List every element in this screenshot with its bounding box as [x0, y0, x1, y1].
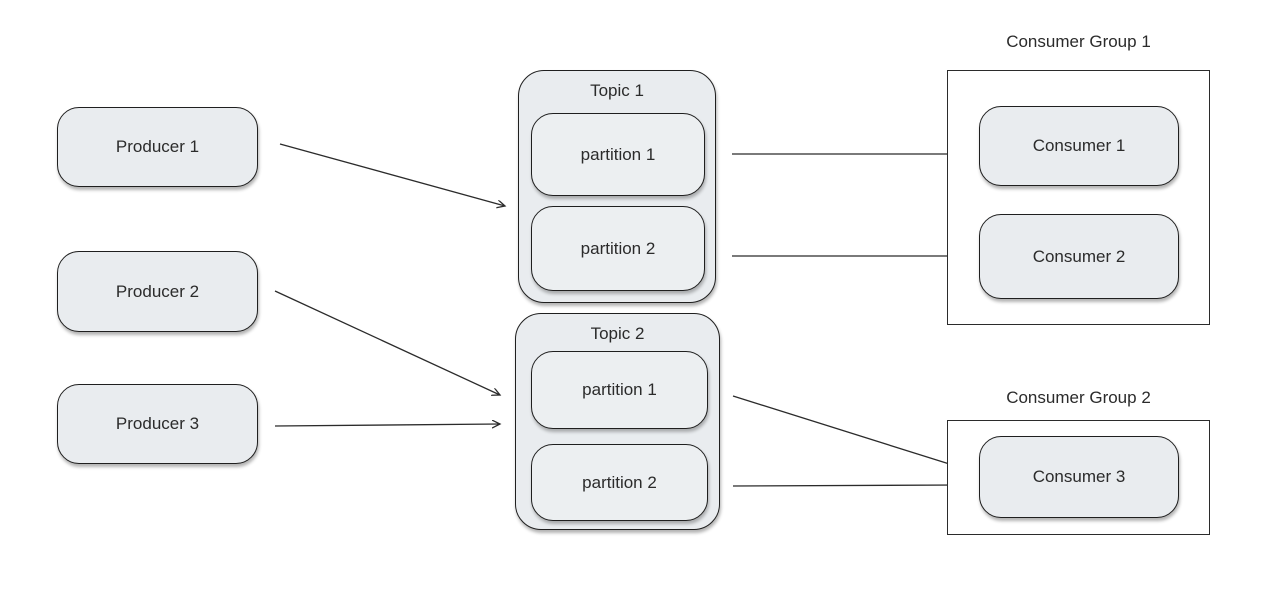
consumer-3-label: Consumer 3: [1032, 467, 1126, 486]
topic-2-partition-1-node: partition 1: [531, 351, 708, 429]
topic-2-partition-2-node: partition 2: [531, 444, 708, 521]
arrow-topic2-partition1-to-consumer3: [732, 395, 959, 467]
consumer-3-node: Consumer 3: [979, 436, 1179, 518]
consumer-group-2-box: Consumer 3: [947, 420, 1210, 535]
topic-1-title: Topic 1: [590, 81, 644, 100]
consumer-group-1-box: Consumer 1 Consumer 2: [947, 70, 1210, 325]
topic-2-node: Topic 2 partition 1 partition 2: [515, 313, 720, 530]
topic-1-node: Topic 1 partition 1 partition 2: [518, 70, 716, 303]
producer-1-node: Producer 1: [57, 107, 258, 187]
arrow-producer1-to-topic1: [279, 143, 505, 206]
consumer-2-label: Consumer 2: [1032, 246, 1126, 266]
topic-2-partition-2-label: partition 2: [582, 472, 657, 492]
consumer-group-2-title: Consumer Group 2: [1006, 388, 1151, 407]
topic-2-partition-1-label: partition 1: [582, 380, 657, 399]
producer-2-node: Producer 2: [57, 251, 258, 332]
arrow-producer2-to-topic2: [274, 290, 500, 395]
arrow-producer3-to-topic2: [274, 424, 500, 426]
producer-1-label: Producer 1: [115, 137, 200, 156]
producer-2-label: Producer 2: [115, 281, 200, 301]
consumer-2-node: Consumer 2: [979, 214, 1179, 299]
topic-1-partition-2-node: partition 2: [531, 206, 705, 291]
producer-3-label: Producer 3: [115, 414, 200, 433]
topic-2-title: Topic 2: [590, 324, 645, 343]
topic-1-partition-1-node: partition 1: [531, 113, 705, 196]
producer-3-node: Producer 3: [57, 384, 258, 464]
consumer-1-node: Consumer 1: [979, 106, 1179, 186]
topic-1-partition-1-label: partition 1: [580, 144, 656, 164]
consumer-1-label: Consumer 1: [1032, 136, 1126, 155]
topic-1-partition-2-label: partition 2: [580, 238, 656, 258]
consumer-group-1-title: Consumer Group 1: [1006, 32, 1151, 51]
arrow-topic2-partition2-to-consumer3: [732, 485, 960, 486]
